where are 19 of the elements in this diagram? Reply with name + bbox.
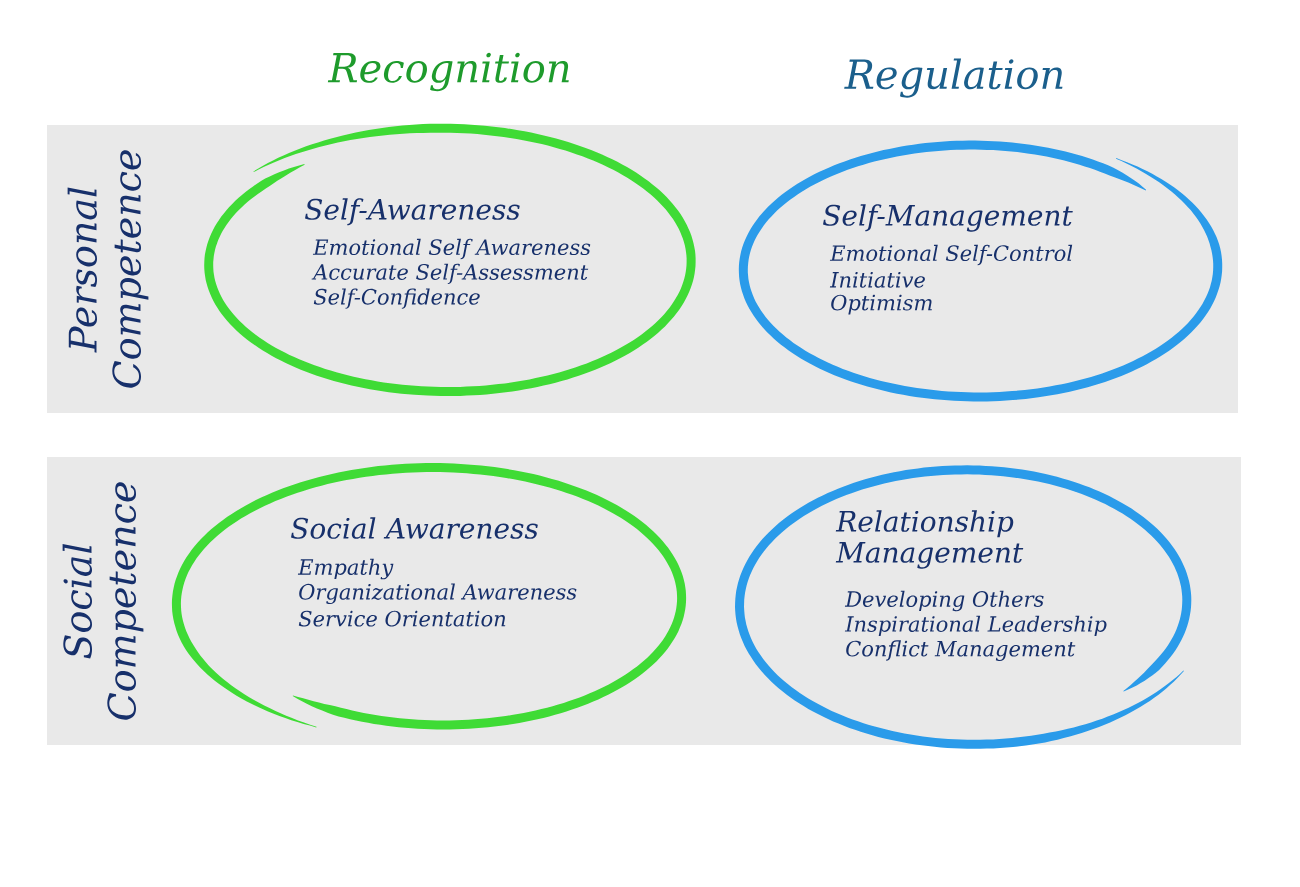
list-item: Self-Confidence: [313, 288, 480, 309]
list-item: Service Orientation: [298, 610, 506, 627]
heading: Relationship Management: [835, 510, 1024, 569]
list-item: Inspirational Leadership: [844, 615, 1107, 636]
list-item: Organizational Awareness: [299, 583, 577, 605]
row-heading: Social Competence: [62, 482, 144, 720]
list-item: Accurate Self-Assessment: [311, 263, 589, 284]
list-item: Developing Others: [844, 590, 1044, 612]
heading: Self-Awareness: [305, 198, 520, 226]
list-item: Emotional Self-Control: [829, 244, 1073, 266]
list-item: Conflict Management: [846, 640, 1076, 661]
list-item: Emotional Self Awareness: [312, 238, 591, 260]
column-heading: Regulation: [844, 58, 1063, 98]
list-item: Initiative: [829, 271, 925, 288]
heading: Self-Management: [823, 204, 1073, 232]
row-heading: Personal Competence: [67, 150, 149, 388]
list-item: Optimism: [831, 294, 932, 315]
heading: Social Awareness: [291, 517, 538, 539]
list-item: Empathy: [297, 558, 394, 580]
